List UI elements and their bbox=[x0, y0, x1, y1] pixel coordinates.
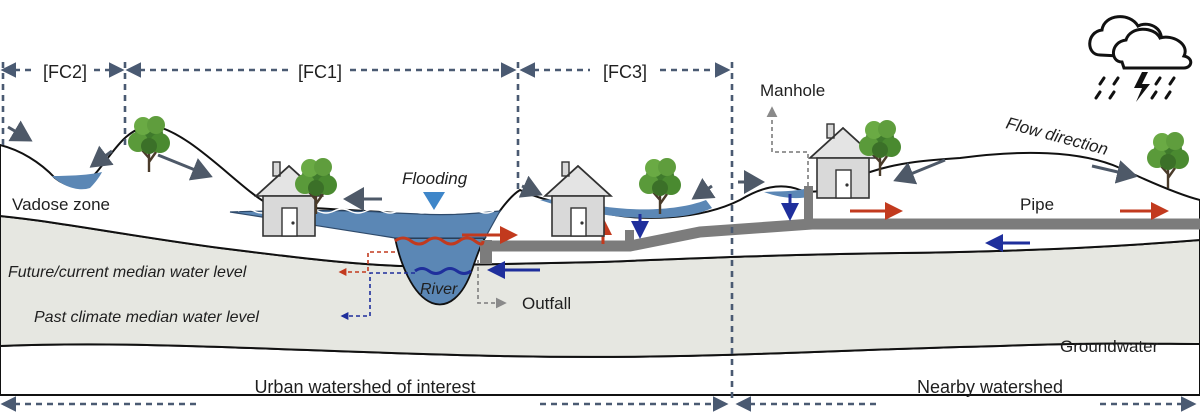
pipe-network bbox=[480, 186, 1200, 264]
lightning-icon bbox=[1134, 72, 1150, 102]
vadose-zone-label: Vadose zone bbox=[12, 195, 110, 214]
future-level-leader bbox=[338, 251, 395, 276]
blue-flow-arrows bbox=[487, 194, 1030, 279]
ponding-fc2 bbox=[52, 172, 102, 190]
ponding-manhole bbox=[764, 188, 812, 199]
manhole-leader bbox=[766, 106, 809, 186]
pipe-label: Pipe bbox=[1020, 195, 1054, 214]
tree-icon bbox=[637, 156, 683, 216]
surface-flow-arrows bbox=[7, 120, 1138, 211]
nearby-watershed-label: Nearby watershed bbox=[917, 377, 1063, 397]
tree-icon bbox=[1145, 130, 1191, 190]
house-icon bbox=[809, 123, 877, 199]
future-water-level-line bbox=[394, 236, 485, 246]
flooding-label: Flooding bbox=[402, 169, 468, 188]
house-icon bbox=[544, 161, 612, 237]
zone-fc1-label: [FC1] bbox=[298, 62, 342, 82]
flooding-marker-icon bbox=[423, 192, 445, 210]
past-water-level-line bbox=[414, 267, 472, 275]
urban-watershed-label: Urban watershed of interest bbox=[254, 377, 475, 397]
past-level-label: Past climate median water level bbox=[34, 309, 259, 326]
river-label: River bbox=[420, 281, 458, 298]
outfall-label: Outfall bbox=[522, 294, 571, 313]
zone-fc2-label: [FC2] bbox=[43, 62, 87, 82]
outfall-leader bbox=[477, 260, 507, 309]
zone-fc3-label: [FC3] bbox=[603, 62, 647, 82]
groundwater-label: Groundwater bbox=[1060, 337, 1159, 356]
rain-icon bbox=[1094, 76, 1176, 100]
manhole-label: Manhole bbox=[760, 81, 825, 100]
past-level-leader bbox=[340, 272, 415, 320]
future-level-label: Future/current median water level bbox=[8, 264, 247, 281]
storm-cloud-icon bbox=[1088, 15, 1193, 70]
zone-brackets bbox=[0, 62, 734, 398]
